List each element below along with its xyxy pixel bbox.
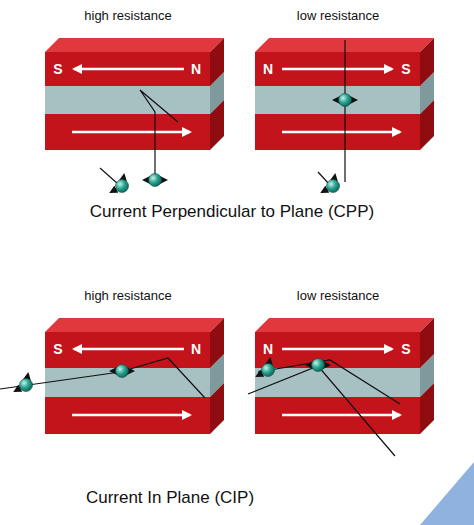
magnetization-arrow: [74, 348, 184, 351]
electron-path: [0, 358, 205, 398]
top-magnet-layer-side: [420, 38, 434, 86]
bottom-magnet-layer: [255, 397, 420, 434]
heading-text: high resistance: [84, 9, 171, 24]
caption-text: Current Perpendicular to Plane (CPP): [90, 202, 374, 222]
top-magnet-layer-side: [210, 38, 224, 86]
top-magnet-layer: [45, 332, 210, 368]
pole-label: S: [53, 341, 62, 357]
bottom-magnet-layer: [45, 114, 210, 150]
top-magnet-layer: [45, 52, 210, 86]
pole-label: N: [191, 61, 201, 77]
electron: [20, 379, 33, 392]
magnetization-arrow: [282, 68, 392, 71]
electron-path: [140, 90, 178, 180]
magnetization-arrow: [282, 131, 400, 134]
pole-label: N: [191, 341, 201, 357]
pole-label: S: [401, 61, 410, 77]
caption-text: Current In Plane (CIP): [86, 488, 254, 508]
electron-path: [344, 40, 345, 182]
top-magnet-layer-side: [420, 318, 434, 368]
top-magnet-layer-top: [45, 318, 224, 332]
magnetization-arrow: [282, 348, 392, 351]
heading-text: low resistance: [297, 9, 379, 24]
electron: [339, 94, 352, 107]
pole-label: S: [53, 61, 62, 77]
heading-text: low resistance: [297, 289, 379, 304]
electron: [116, 180, 129, 193]
electron: [312, 359, 325, 372]
magnetization-arrow: [74, 68, 184, 71]
magnetization-arrow: [72, 131, 190, 134]
magnetization-arrow: [72, 414, 190, 417]
top-magnet-layer-top: [45, 38, 224, 52]
electron-path: [100, 168, 118, 184]
bottom-magnet-layer: [255, 114, 420, 150]
electron: [116, 365, 129, 378]
electron: [149, 174, 162, 187]
layer-stack: [45, 38, 224, 150]
spacer-layer: [255, 86, 420, 114]
electron: [262, 364, 275, 377]
electron-path: [248, 366, 395, 456]
layer-stack: [255, 318, 434, 434]
bottom-magnet-layer: [45, 397, 210, 434]
corner-wedge: [420, 462, 474, 525]
heading-text: high resistance: [84, 289, 171, 304]
pole-label: N: [263, 61, 273, 77]
layer-stack: [45, 318, 224, 434]
top-magnet-layer: [255, 52, 420, 86]
top-magnet-layer-top: [255, 318, 434, 332]
magnetization-arrow: [282, 414, 400, 417]
pole-label: S: [401, 341, 410, 357]
spacer-layer: [45, 86, 210, 114]
top-magnet-layer: [255, 332, 420, 368]
electron: [327, 180, 340, 193]
top-magnet-layer-side: [210, 318, 224, 368]
pole-label: N: [263, 341, 273, 357]
spacer-layer: [255, 368, 420, 397]
